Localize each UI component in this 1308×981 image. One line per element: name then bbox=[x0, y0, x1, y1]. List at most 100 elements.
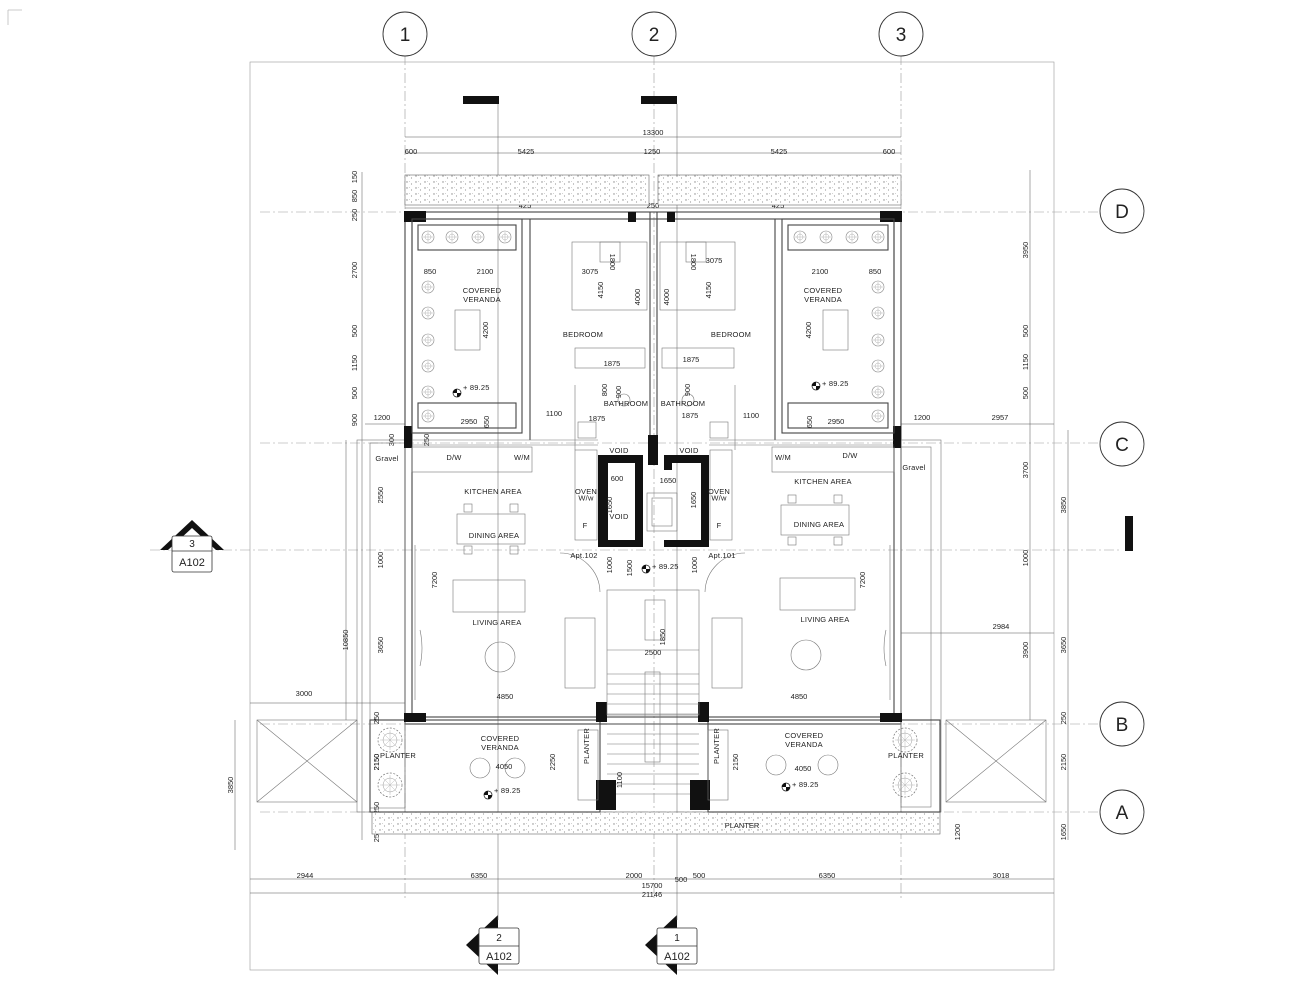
svg-text:1650: 1650 bbox=[605, 497, 614, 514]
svg-text:1875: 1875 bbox=[682, 411, 699, 420]
planter-bottom bbox=[371, 811, 941, 835]
room-label: VOID bbox=[609, 446, 629, 455]
interior-dimensions: 850 2100 3075 1800 4150 4000 4000 4150 1… bbox=[372, 254, 881, 788]
svg-text:4200: 4200 bbox=[481, 322, 490, 339]
svg-text:3650: 3650 bbox=[1059, 637, 1068, 654]
svg-text:3: 3 bbox=[896, 25, 907, 46]
room-label: Gravel bbox=[902, 463, 925, 472]
svg-text:A102: A102 bbox=[486, 951, 512, 963]
svg-text:600: 600 bbox=[405, 147, 418, 156]
svg-text:1650: 1650 bbox=[660, 476, 677, 485]
svg-text:1500: 1500 bbox=[625, 560, 634, 577]
room-label: BATHROOM bbox=[604, 399, 648, 408]
svg-text:3075: 3075 bbox=[706, 256, 723, 265]
svg-text:500: 500 bbox=[1021, 325, 1030, 338]
room-label: Apt.102 bbox=[570, 551, 597, 560]
svg-text:A: A bbox=[1116, 803, 1129, 824]
grid-bubble-row-d: D bbox=[1099, 188, 1145, 234]
svg-text:3850: 3850 bbox=[1059, 497, 1068, 514]
svg-text:1100: 1100 bbox=[743, 411, 759, 420]
svg-text:10850: 10850 bbox=[341, 630, 350, 651]
svg-text:1875: 1875 bbox=[589, 414, 606, 423]
svg-text:500: 500 bbox=[350, 325, 359, 338]
section-marker-3: 3 A102 bbox=[160, 520, 224, 573]
svg-text:PLANTER: PLANTER bbox=[725, 821, 760, 830]
room-label: LIVING AREA bbox=[801, 615, 850, 624]
svg-text:2100: 2100 bbox=[477, 267, 494, 276]
svg-text:1800: 1800 bbox=[608, 254, 617, 271]
svg-text:B: B bbox=[1116, 715, 1129, 736]
svg-text:1100: 1100 bbox=[615, 772, 624, 788]
svg-text:500: 500 bbox=[350, 387, 359, 400]
grid-bubble-col-3: 3 bbox=[878, 11, 924, 57]
svg-text:1800: 1800 bbox=[689, 254, 698, 271]
room-label: BEDROOM bbox=[711, 330, 751, 339]
svg-text:6350: 6350 bbox=[819, 871, 836, 880]
svg-text:2150: 2150 bbox=[731, 754, 740, 771]
level-label: + 89.25 bbox=[822, 379, 849, 388]
svg-text:250: 250 bbox=[1059, 712, 1068, 725]
svg-text:4000: 4000 bbox=[662, 289, 671, 306]
room-label: W/M bbox=[775, 453, 791, 462]
room-label: PLANTER bbox=[582, 728, 591, 764]
svg-text:2100: 2100 bbox=[812, 267, 829, 276]
room-label: PLANTER bbox=[712, 728, 721, 764]
svg-text:3650: 3650 bbox=[376, 637, 385, 654]
svg-text:4050: 4050 bbox=[496, 762, 513, 771]
svg-text:4050: 4050 bbox=[795, 764, 812, 773]
site-boundary bbox=[249, 61, 1055, 971]
planter-top-right bbox=[657, 174, 902, 206]
svg-text:1100: 1100 bbox=[546, 409, 562, 418]
room-label: Gravel bbox=[375, 454, 398, 463]
svg-text:2150: 2150 bbox=[372, 754, 381, 771]
svg-text:3850: 3850 bbox=[226, 777, 235, 794]
svg-text:3950: 3950 bbox=[1021, 242, 1030, 259]
room-label: D/W bbox=[446, 453, 462, 462]
svg-text:2: 2 bbox=[649, 25, 660, 46]
svg-text:250: 250 bbox=[372, 830, 381, 843]
svg-text:1: 1 bbox=[400, 25, 411, 46]
room-label: PLANTER bbox=[380, 751, 416, 760]
svg-text:500: 500 bbox=[675, 875, 688, 884]
room-label: KITCHEN AREA bbox=[464, 487, 521, 496]
svg-text:1650: 1650 bbox=[689, 492, 698, 509]
svg-text:150: 150 bbox=[350, 171, 359, 184]
dimension-lines bbox=[234, 136, 1069, 894]
svg-text:3: 3 bbox=[189, 539, 195, 550]
svg-text:4150: 4150 bbox=[704, 282, 713, 299]
svg-text:6350: 6350 bbox=[471, 871, 488, 880]
svg-text:1850: 1850 bbox=[658, 629, 667, 646]
svg-text:1150: 1150 bbox=[350, 355, 359, 371]
svg-text:1000: 1000 bbox=[690, 557, 699, 574]
svg-text:500: 500 bbox=[1021, 387, 1030, 400]
grid-bubble-row-a: A bbox=[1099, 789, 1145, 835]
svg-text:3900: 3900 bbox=[1021, 642, 1030, 659]
svg-text:C: C bbox=[1115, 435, 1129, 456]
room-label: DINING AREA bbox=[794, 520, 845, 529]
level-label: + 89.25 bbox=[463, 383, 490, 392]
svg-text:425: 425 bbox=[772, 201, 785, 210]
svg-text:2984: 2984 bbox=[993, 622, 1010, 631]
room-label: KITCHEN AREA bbox=[794, 477, 851, 486]
room-label: F bbox=[717, 521, 722, 530]
level-label: + 89.25 bbox=[652, 562, 679, 571]
svg-text:600: 600 bbox=[883, 147, 896, 156]
svg-text:7200: 7200 bbox=[858, 572, 867, 589]
svg-text:1000: 1000 bbox=[376, 552, 385, 569]
svg-text:800: 800 bbox=[600, 384, 609, 397]
svg-text:650: 650 bbox=[482, 416, 491, 429]
grid-bubble-row-c: C bbox=[1099, 421, 1145, 467]
svg-text:5425: 5425 bbox=[771, 147, 788, 156]
svg-text:1000: 1000 bbox=[605, 557, 614, 574]
svg-text:3700: 3700 bbox=[1021, 462, 1030, 479]
room-label: F bbox=[583, 521, 588, 530]
section-marker-1: 1 A102 bbox=[645, 915, 698, 975]
svg-text:1200: 1200 bbox=[914, 413, 931, 422]
svg-text:2250: 2250 bbox=[548, 754, 557, 771]
svg-text:5425: 5425 bbox=[518, 147, 535, 156]
svg-text:425: 425 bbox=[519, 201, 532, 210]
svg-text:2700: 2700 bbox=[350, 262, 359, 279]
